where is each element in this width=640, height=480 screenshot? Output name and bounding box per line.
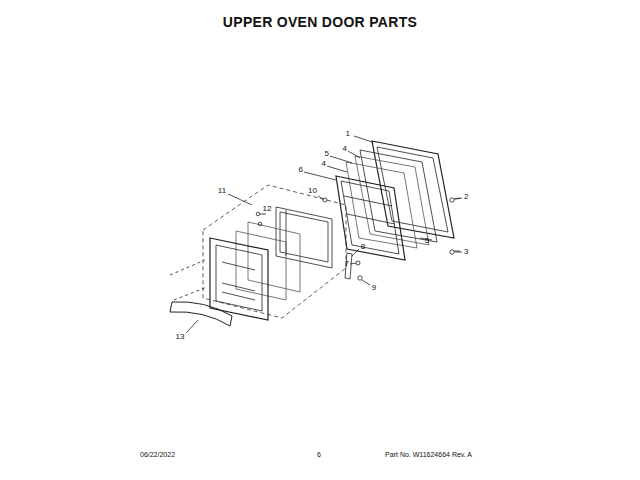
callout-number: 9	[372, 284, 376, 292]
diagram-title: UPPER OVEN DOOR PARTS	[223, 15, 417, 29]
callout-number: 8	[361, 243, 365, 251]
footer-text: Part No. W11624664 Rev. A	[385, 451, 472, 458]
callout-number: 3	[464, 248, 468, 256]
callout-number: 4	[322, 160, 326, 168]
footer-text: 06/22/2022	[140, 451, 175, 458]
callout-number: 10	[308, 187, 317, 195]
callout-number: 11	[218, 187, 226, 195]
callout-number: 13	[176, 333, 185, 341]
callout-number: 1	[346, 130, 350, 138]
callout-number: 7	[345, 260, 349, 268]
callout-number: 2	[464, 193, 468, 201]
callout-number: 6	[299, 166, 303, 174]
callout-number: 5	[325, 150, 329, 158]
callout-number: 5	[425, 237, 429, 245]
callout-number: 4	[343, 145, 347, 153]
footer-text: 6	[317, 451, 321, 458]
callout-number: 12	[263, 205, 272, 213]
